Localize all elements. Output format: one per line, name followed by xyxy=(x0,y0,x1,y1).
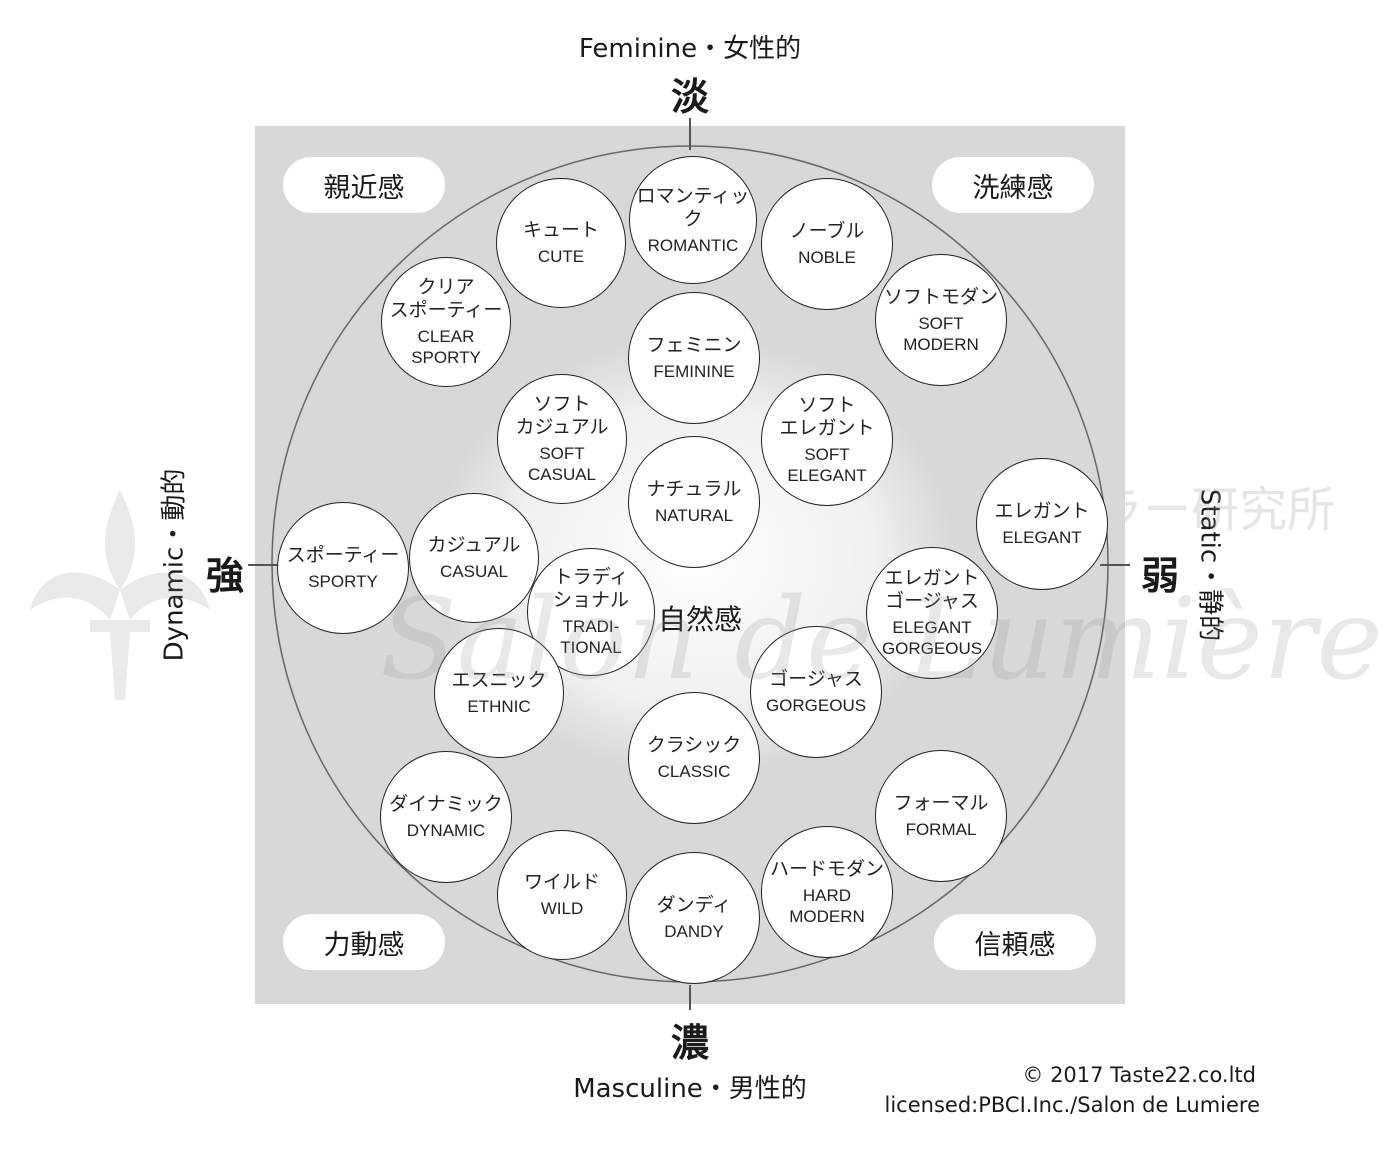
bottom-axis-kanji: 濃 xyxy=(670,1021,709,1065)
top-axis-kanji: 淡 xyxy=(670,75,709,119)
top-axis-label: Feminine・女性的 xyxy=(578,34,802,64)
quadrant-top-right: 洗練感 xyxy=(932,157,1094,213)
quadrant-bottom-left: 力動感 xyxy=(283,914,445,970)
fleur-de-lis-icon xyxy=(30,490,210,700)
quadrant-top-left: 親近感 xyxy=(283,157,445,213)
bottom-axis-label: Masculine・男性的 xyxy=(573,1074,807,1104)
copyright-line1: © 2017 Taste22.co.ltd xyxy=(1022,1063,1256,1087)
right-axis-label: Static・静的 xyxy=(1194,488,1225,642)
center-label: 自然感 xyxy=(658,603,743,636)
right-axis-kanji: 弱 xyxy=(1140,554,1179,598)
quadrant-bottom-right: 信頼感 xyxy=(934,914,1096,970)
left-axis-kanji: 強 xyxy=(205,554,244,598)
copyright-line2: licensed:PBCI.Inc./Salon de Lumiere xyxy=(884,1093,1260,1117)
